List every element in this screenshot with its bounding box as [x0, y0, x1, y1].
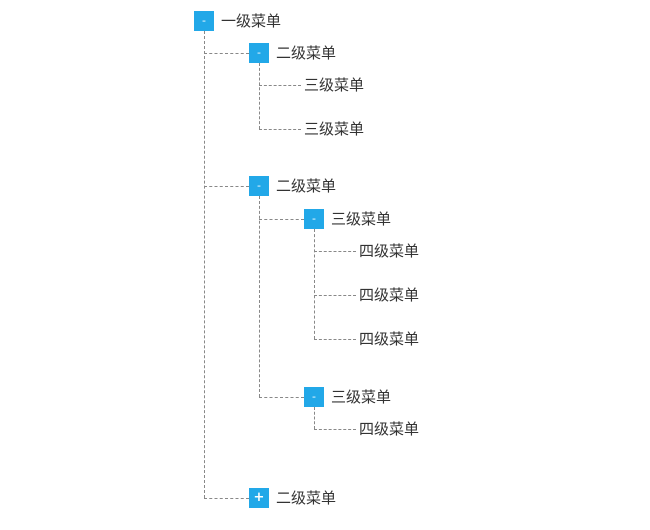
tree-node-level3[interactable]: 三级菜单 [331, 388, 392, 406]
tree-connector [314, 407, 315, 429]
tree-node-level2[interactable]: 二级菜单 [276, 489, 337, 507]
tree-node-level3[interactable]: 三级菜单 [304, 120, 365, 138]
tree-connector [314, 339, 356, 340]
tree-node-level2[interactable]: 二级菜单 [276, 177, 337, 195]
tree-node-level4[interactable]: 四级菜单 [359, 420, 420, 438]
tree-connector [259, 129, 301, 130]
collapse-minus-icon[interactable]: - [249, 176, 269, 196]
tree-connector [259, 397, 304, 398]
tree-node-level3[interactable]: 三级菜单 [304, 76, 365, 94]
collapse-minus-icon[interactable]: - [249, 43, 269, 63]
collapse-minus-icon[interactable]: - [194, 11, 214, 31]
tree-node-level1[interactable]: 一级菜单 [221, 12, 282, 30]
tree-connector [259, 219, 304, 220]
tree-node-level2[interactable]: 二级菜单 [276, 44, 337, 62]
tree-connector [204, 498, 249, 499]
tree-connector [314, 251, 356, 252]
tree-node-level4[interactable]: 四级菜单 [359, 330, 420, 348]
tree-connector [314, 295, 356, 296]
expand-plus-icon[interactable]: + [249, 488, 269, 508]
tree-connector [314, 229, 315, 339]
tree-node-level4[interactable]: 四级菜单 [359, 286, 420, 304]
tree-connector [259, 85, 301, 86]
collapse-minus-icon[interactable]: - [304, 209, 324, 229]
tree-node-level3[interactable]: 三级菜单 [331, 210, 392, 228]
tree-connector [204, 53, 249, 54]
tree-connector [314, 429, 356, 430]
tree-connector [204, 31, 205, 498]
collapse-minus-icon[interactable]: - [304, 387, 324, 407]
tree-connector [259, 63, 260, 129]
tree-connector [204, 186, 249, 187]
tree-node-level4[interactable]: 四级菜单 [359, 242, 420, 260]
tree-connector [259, 196, 260, 397]
